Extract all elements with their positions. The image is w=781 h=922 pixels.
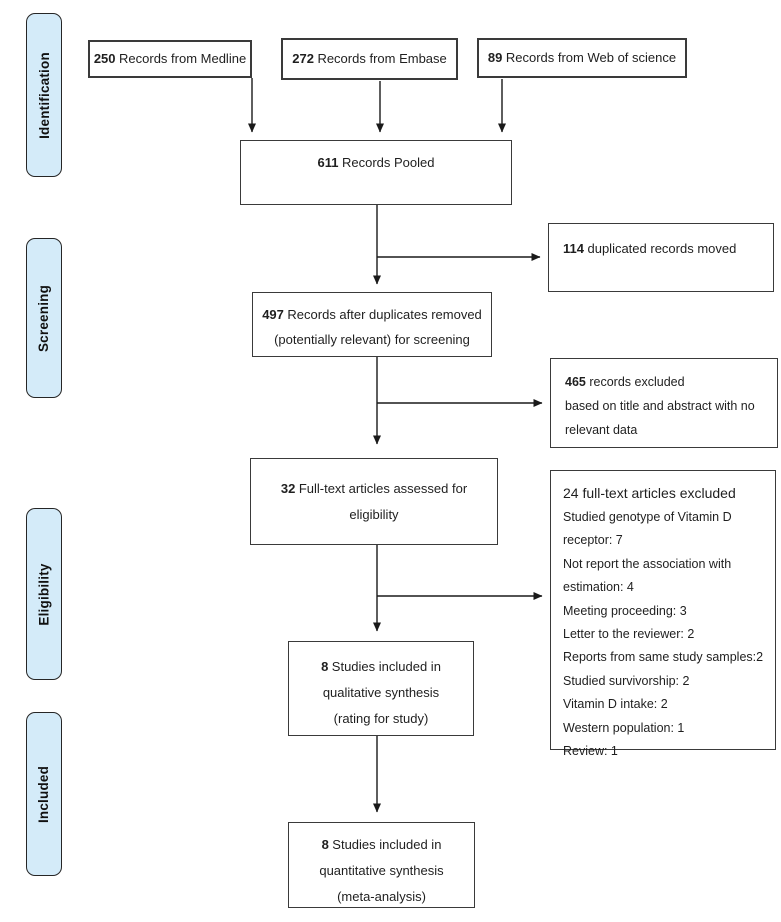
fulltext-line1: Full-text articles assessed for (298, 481, 468, 496)
fulltext-line2: eligibility (349, 507, 399, 522)
stage-eligibility: Eligibility (26, 508, 62, 680)
stage-eligibility-label: Eligibility (36, 562, 52, 626)
webofscience-label: Records from Web of science (505, 50, 677, 66)
excluded-reason: Review: 1 (563, 744, 618, 759)
excluded-reason: Reports from same study samples:2 (563, 650, 764, 665)
after-duplicates-count: 497 (262, 307, 284, 322)
medline-label: Records from Medline (119, 51, 247, 67)
fulltext-count: 32 (280, 481, 296, 496)
fulltext-excluded-box: 24 full-text articles excluded Studied g… (550, 470, 776, 758)
screening-excluded-count: 465 (565, 375, 586, 389)
qualitative-line1: Studies included in (331, 659, 441, 674)
stage-identification-label: Identification (36, 51, 52, 139)
webofscience-count: 89 (487, 50, 503, 66)
duplicates-count: 114 (563, 241, 584, 256)
medline-count: 250 (93, 51, 116, 67)
excluded-reason: Studied survivorship: 2 (563, 673, 690, 688)
qualitative-line2: qualitative synthesis (322, 685, 440, 700)
excluded-reason: Western population: 1 (563, 720, 685, 735)
excluded-reason: Letter to the reviewer: 2 (563, 627, 695, 642)
excluded-reason: Not report the association with estimati… (563, 556, 732, 595)
screening-excluded-rest: based on title and abstract with no rele… (565, 399, 755, 437)
duplicates-label: duplicated records moved (587, 241, 737, 256)
quantitative-count: 8 (321, 837, 329, 852)
quantitative-line2: quantitative synthesis (319, 863, 444, 878)
quantitative-line3: (meta-analysis) (337, 889, 426, 904)
fulltext-excluded-title: 24 full-text articles excluded (563, 485, 736, 501)
stage-screening-label: Screening (36, 284, 52, 352)
excluded-reason: Vitamin D intake: 2 (563, 697, 668, 712)
screening-excluded-line1: records excluded (589, 375, 685, 389)
stage-included-label: Included (36, 765, 52, 823)
after-duplicates-line1: Records after duplicates removed (287, 307, 482, 322)
after-duplicates-line2: (potentially relevant) for screening (274, 332, 470, 347)
quantitative-line1: Studies included in (332, 837, 442, 852)
stage-screening: Screening (26, 238, 62, 398)
excluded-reason: Meeting proceeding: 3 (563, 603, 687, 618)
stage-identification: Identification (26, 13, 62, 177)
qualitative-line3: (rating for study) (333, 711, 429, 726)
embase-count: 272 (292, 51, 314, 67)
excluded-reason: Studied genotype of Vitamin D receptor: … (563, 510, 732, 548)
qualitative-count: 8 (321, 659, 329, 674)
pooled-count: 611 (317, 155, 339, 170)
pooled-label: Records Pooled (341, 155, 435, 170)
embase-label: Records from Embase (317, 51, 447, 67)
stage-included: Included (26, 712, 62, 876)
